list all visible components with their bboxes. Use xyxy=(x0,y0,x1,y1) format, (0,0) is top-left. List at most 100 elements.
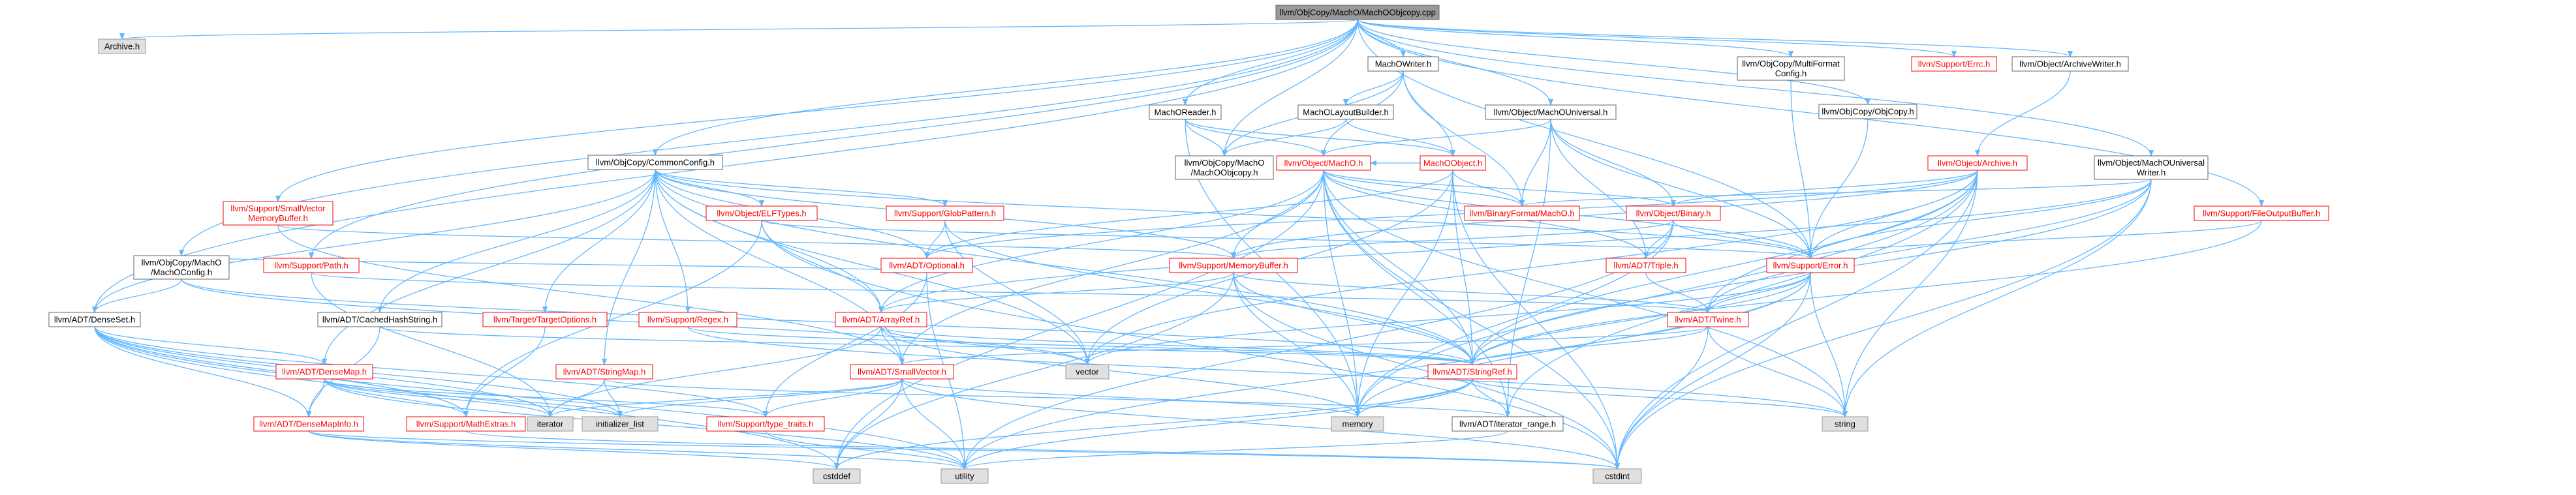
node-box xyxy=(1420,155,1486,171)
node-box xyxy=(482,312,608,327)
node-root[interactable]: llvm/ObjCopy/MachO/MachOObjcopy.cpp xyxy=(1275,5,1440,20)
node-iterrange[interactable]: llvm/ADT/iterator_range.h xyxy=(1451,416,1564,432)
node-macholayout[interactable]: MachOLayoutBuilder.h xyxy=(1297,104,1394,120)
node-label: llvm/Object/ELFTypes.h xyxy=(717,209,806,218)
edge-regex-to-string xyxy=(687,326,1845,417)
node-label: llvm/Target/TargetOptions.h xyxy=(493,315,597,325)
node-string[interactable]: string xyxy=(1822,416,1869,432)
node-box xyxy=(2194,205,2329,221)
node-stringref[interactable]: llvm/ADT/StringRef.h xyxy=(1427,364,1517,380)
node-box xyxy=(1766,258,1855,273)
node-archivewriter[interactable]: llvm/Object/ArchiveWriter.h xyxy=(2011,56,2129,72)
node-objcopy_machoobjcopy[interactable]: llvm/ObjCopy/MachO/MachOObjcopy.h xyxy=(1175,155,1274,180)
node-obj_binary[interactable]: llvm/Object/Binary.h xyxy=(1626,205,1721,221)
node-cstddef[interactable]: cstddef xyxy=(813,468,861,484)
node-cachedhash[interactable]: llvm/ADT/CachedHashString.h xyxy=(317,312,442,327)
node-errc[interactable]: llvm/Support/Errc.h xyxy=(1911,56,1997,72)
node-label: llvm/Support/FileOutputBuffer.h xyxy=(2203,209,2320,218)
node-obj_machouniversal[interactable]: llvm/Object/MachOUniversal.h xyxy=(1485,104,1617,120)
node-densset[interactable]: llvm/ADT/DenseSet.h xyxy=(48,312,141,327)
edge-obj_machouniwriter-to-arrayref xyxy=(881,179,2152,312)
edge-root-to-objcopy_h xyxy=(1357,19,1868,105)
edge-stringref-to-iterrange xyxy=(1472,378,1508,417)
node-label: llvm/Object/Archive.h xyxy=(1938,158,2017,168)
node-objcopy_h[interactable]: llvm/ObjCopy/ObjCopy.h xyxy=(1818,104,1917,119)
node-stringmap[interactable]: llvm/ADT/StringMap.h xyxy=(555,364,653,380)
node-cstdint[interactable]: cstdint xyxy=(1592,468,1642,484)
edge-smallvector-to-initlist xyxy=(620,378,903,417)
node-targetoptions[interactable]: llvm/Target/TargetOptions.h xyxy=(482,312,608,327)
node-label: llvm/ADT/StringMap.h xyxy=(563,367,645,377)
edge-densemapinfo-to-utility xyxy=(308,430,965,470)
node-memory[interactable]: memory xyxy=(1331,416,1384,432)
node-box xyxy=(706,205,818,221)
edge-obj_macho-to-cstddef xyxy=(837,170,1324,469)
node-fileoutputbuffer[interactable]: llvm/Support/FileOutputBuffer.h xyxy=(2194,205,2329,221)
edge-fileoutputbuffer-to-error xyxy=(1810,220,2262,259)
node-initlist[interactable]: initializer_list xyxy=(582,416,659,432)
node-elftypes[interactable]: llvm/Object/ELFTypes.h xyxy=(706,205,818,221)
node-machoobject[interactable]: MachOObject.h xyxy=(1420,155,1486,171)
node-box xyxy=(1175,155,1274,180)
edge-targetoptions-to-mathextras xyxy=(466,326,546,417)
edge-globpattern-to-stringref xyxy=(944,220,1472,365)
node-archive_h[interactable]: Archive.h xyxy=(98,38,146,54)
node-densemap[interactable]: llvm/ADT/DenseMap.h xyxy=(275,364,373,380)
edge-obj_machouniwriter-to-cstdint xyxy=(1617,179,2152,469)
edge-twine-to-string xyxy=(1707,326,1845,417)
edge-obj_macho-to-arrayref xyxy=(881,170,1324,312)
edge-obj_archive-to-stringref xyxy=(1472,170,1978,365)
node-iterator[interactable]: iterator xyxy=(527,416,574,432)
edge-obj_macho-to-obj_binary xyxy=(1323,170,1673,207)
edge-elftypes-to-mathextras xyxy=(466,220,762,417)
node-mathextras[interactable]: llvm/Support/MathExtras.h xyxy=(406,416,526,432)
edge-commonconfig-to-vector xyxy=(655,169,1087,365)
edge-archivewriter-to-obj_archive xyxy=(1978,70,2071,156)
edge-obj_archive-to-string xyxy=(1845,170,1978,417)
node-machoconfig[interactable]: llvm/ObjCopy/MachO/MachOConfig.h xyxy=(133,255,230,280)
node-globpattern[interactable]: llvm/Support/GlobPattern.h xyxy=(886,205,1004,221)
node-triple[interactable]: llvm/ADT/Triple.h xyxy=(1606,258,1686,273)
edge-obj_macho-to-smallvector xyxy=(902,170,1324,365)
node-smallvector[interactable]: llvm/ADT/SmallVector.h xyxy=(850,364,954,380)
node-label: llvm/ObjCopy/CommonConfig.h xyxy=(596,158,715,168)
node-path[interactable]: llvm/Support/Path.h xyxy=(263,258,360,273)
node-twine[interactable]: llvm/ADT/Twine.h xyxy=(1667,312,1749,327)
node-typetraits[interactable]: llvm/Support/type_traits.h xyxy=(706,416,825,432)
node-commonconfig[interactable]: llvm/ObjCopy/CommonConfig.h xyxy=(587,155,723,170)
node-vector[interactable]: vector xyxy=(1065,364,1110,380)
node-obj_archive[interactable]: llvm/Object/Archive.h xyxy=(1927,155,2028,171)
node-label: llvm/ADT/iterator_range.h xyxy=(1459,419,1556,429)
node-box xyxy=(1606,258,1686,273)
node-arrayref[interactable]: llvm/ADT/ArrayRef.h xyxy=(835,312,927,327)
node-utility[interactable]: utility xyxy=(940,468,989,484)
node-label: llvm/ObjCopy/MachO xyxy=(142,258,222,267)
node-machowriter[interactable]: MachOWriter.h xyxy=(1367,56,1439,72)
edge-obj_archive-to-memory xyxy=(1358,170,1978,417)
node-label: llvm/Support/Errc.h xyxy=(1918,59,1991,69)
edge-membuffer-to-arrayref xyxy=(881,272,1234,313)
edge-machoobject-to-binaryformat_macho xyxy=(1452,170,1522,207)
node-densemapinfo[interactable]: llvm/ADT/DenseMapInfo.h xyxy=(253,416,364,432)
node-label: llvm/Support/type_traits.h xyxy=(718,419,814,429)
node-optional[interactable]: llvm/ADT/Optional.h xyxy=(880,258,973,273)
edge-root-to-archive_h xyxy=(122,19,1358,39)
edge-machowriter-to-binaryformat_macho xyxy=(1403,70,1522,206)
node-membuffer[interactable]: llvm/Support/MemoryBuffer.h xyxy=(1169,258,1298,273)
dependency-edges xyxy=(95,19,2262,470)
node-regex[interactable]: llvm/Support/Regex.h xyxy=(638,312,737,327)
edge-stringref-to-cstddef xyxy=(837,378,1473,470)
edge-commonconfig-to-regex xyxy=(655,169,688,312)
node-error[interactable]: llvm/Support/Error.h xyxy=(1766,258,1855,273)
node-binaryformat_macho[interactable]: llvm/BinaryFormat/MachO.h xyxy=(1464,205,1580,221)
node-obj_macho[interactable]: llvm/Object/MachO.h xyxy=(1276,155,1371,171)
node-machoreader[interactable]: MachOReader.h xyxy=(1149,104,1222,120)
edge-stringref-to-string xyxy=(1472,378,1845,417)
edge-cachedhash-to-stringref xyxy=(379,326,1472,365)
edge-commonconfig-to-targetoptions xyxy=(545,169,656,312)
node-label: llvm/ADT/DenseMapInfo.h xyxy=(259,419,358,429)
node-box xyxy=(1464,205,1580,221)
